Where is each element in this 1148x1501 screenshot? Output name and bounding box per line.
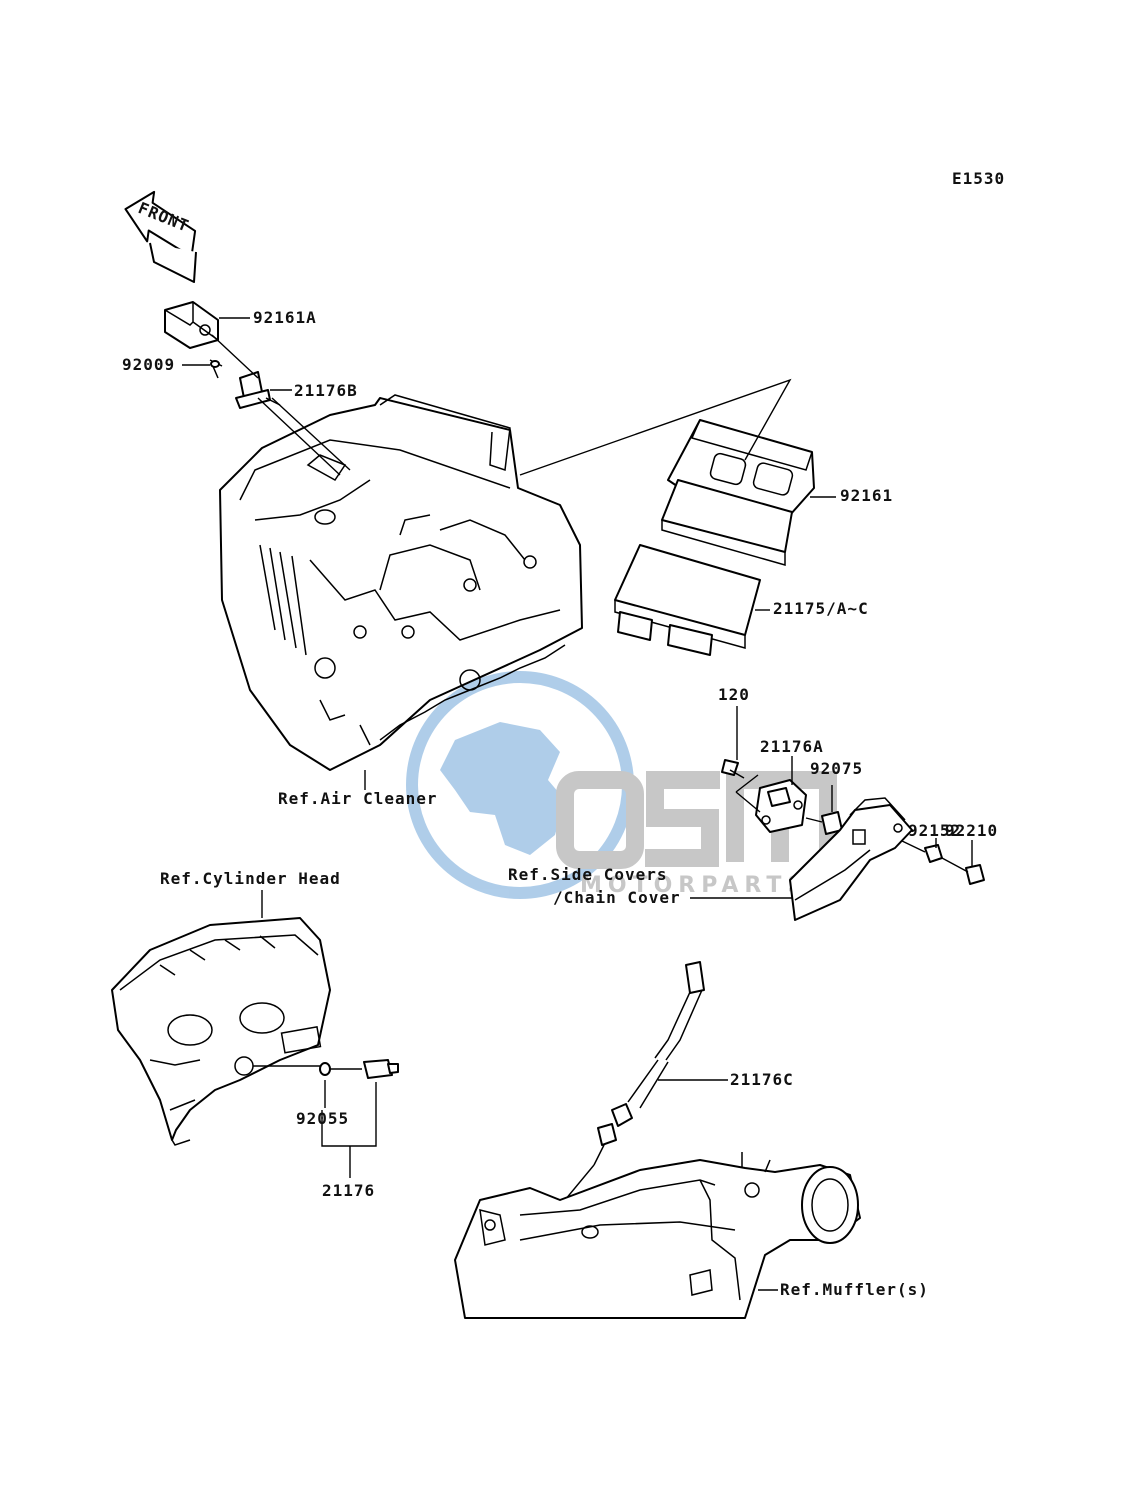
watermark-letter-s [645, 771, 720, 867]
ref-cylinder-head: Ref.Cylinder Head [160, 869, 341, 888]
tilt-sensor-21176A [721, 759, 985, 885]
label-21176: 21176 [322, 1181, 375, 1200]
ecu-holder-92161 [661, 419, 815, 566]
watermark-letter-o [556, 771, 644, 869]
side-cover-bracket [789, 797, 913, 921]
label-21176A: 21176A [760, 737, 824, 756]
ecu-21175 [614, 544, 761, 656]
front-arrow-icon: FRONT [124, 190, 197, 283]
oxygen-sensor-21176C [593, 961, 705, 1166]
label-21176B: 21176B [294, 381, 358, 400]
label-92161A: 92161A [253, 308, 317, 327]
temp-sensor-21176 [319, 1059, 399, 1079]
label-21175: 21175/A~C [773, 599, 869, 618]
diagram-code: E1530 [952, 169, 1005, 188]
ref-side-covers-2: /Chain Cover [553, 888, 681, 907]
watermark-logo: MOTORPARTS [406, 671, 837, 899]
label-92055: 92055 [296, 1109, 349, 1128]
label-92009: 92009 [122, 355, 175, 374]
muffler-assembly [454, 1152, 861, 1319]
label-92210: 92210 [945, 821, 998, 840]
cylinder-head [111, 917, 331, 1146]
watermark-continents [440, 722, 565, 855]
label-21176C: 21176C [730, 1070, 794, 1089]
ref-side-covers-1: Ref.Side Covers [508, 865, 668, 884]
label-92075: 92075 [810, 759, 863, 778]
label-92152: 92152 [908, 821, 961, 840]
ref-air-cleaner: Ref.Air Cleaner [278, 789, 438, 808]
ref-muffler: Ref.Muffler(s) [780, 1280, 929, 1299]
label-92161: 92161 [840, 486, 893, 505]
watermark-subtext: MOTORPARTS [580, 873, 809, 898]
air-cleaner-housing [219, 394, 583, 771]
label-120: 120 [718, 685, 750, 704]
